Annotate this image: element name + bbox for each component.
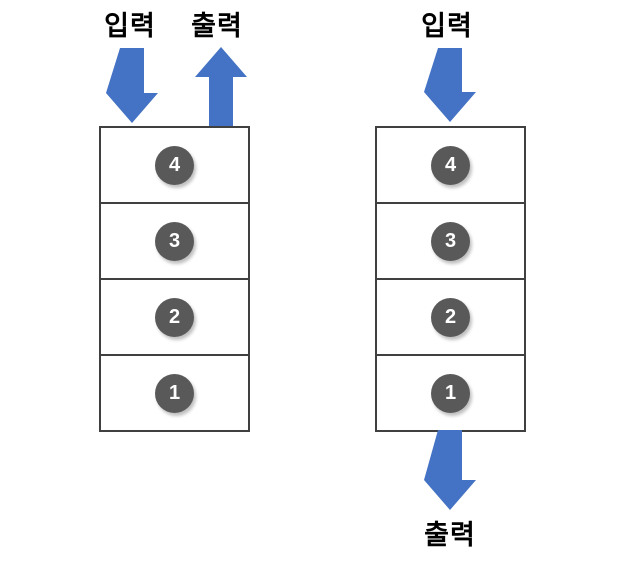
queue-item-circle: 2 — [431, 297, 470, 337]
stack-item-circle: 2 — [155, 297, 194, 337]
queue-cell: 4 — [377, 128, 524, 202]
queue-item-circle: 3 — [431, 221, 470, 261]
up-arrow-icon — [195, 47, 247, 126]
stack-input-label: 입력 — [104, 11, 156, 41]
stack-item-circle: 3 — [155, 221, 194, 261]
queue-item-number: 2 — [444, 305, 457, 328]
stack-cell: 1 — [101, 354, 248, 430]
stack-cell: 2 — [101, 278, 248, 354]
queue-input-label: 입력 — [421, 11, 473, 41]
queue-item-number: 3 — [444, 229, 457, 252]
stack-cell: 4 — [101, 128, 248, 202]
queue-cell: 1 — [377, 354, 524, 430]
queue-item-circle: 1 — [431, 373, 470, 413]
stack-box: 4 3 2 1 — [99, 126, 250, 432]
queue-output-label: 출력 — [424, 520, 476, 550]
stack-output-label: 출력 — [191, 11, 243, 41]
stack-item-number: 3 — [168, 229, 181, 252]
stack-item-circle: 4 — [155, 145, 194, 185]
queue-box: 4 3 2 1 — [375, 126, 526, 432]
down-arrow-icon — [424, 48, 476, 122]
queue-item-number: 1 — [444, 381, 457, 404]
stack-item-number: 2 — [168, 305, 181, 328]
down-arrow-icon — [424, 430, 476, 510]
stack-item-number: 4 — [168, 153, 181, 176]
stack-item-circle: 1 — [155, 373, 194, 413]
stack-item-number: 1 — [168, 381, 181, 404]
down-arrow-icon — [106, 48, 158, 123]
queue-cell: 3 — [377, 202, 524, 278]
queue-cell: 2 — [377, 278, 524, 354]
stack-cell: 3 — [101, 202, 248, 278]
queue-item-number: 4 — [444, 153, 457, 176]
queue-item-circle: 4 — [431, 145, 470, 185]
